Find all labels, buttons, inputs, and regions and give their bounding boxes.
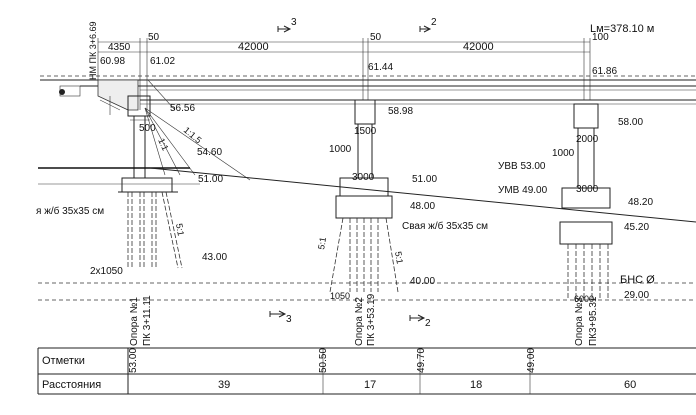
- pier3-cap-elev: 58.00: [618, 117, 643, 128]
- pier3-deck-elev: 61.86: [592, 66, 617, 77]
- pier-3: [559, 103, 613, 300]
- pier2-footing-width: 3000: [352, 172, 375, 183]
- pier3-col-width: 1000: [552, 148, 575, 159]
- abutment-width: 500: [139, 123, 156, 134]
- abutment-offset: 4350: [108, 42, 131, 53]
- left-pile-label: я ж/б 35x35 см: [36, 205, 104, 217]
- pier3-name: Опора №3: [574, 297, 585, 346]
- table-elevation: 50.50: [318, 348, 329, 373]
- pier1-station: ПК 3+11.11: [142, 295, 153, 346]
- pier2-col-width: 1000: [329, 144, 352, 155]
- ground-profile: [38, 167, 696, 301]
- pier2-footing-elev: 48.00: [410, 201, 435, 212]
- pier2-pile-tip: 40.00: [410, 276, 435, 287]
- abutment-pile-slope: 5:1: [174, 223, 186, 237]
- pier2-pile-slope-right: 5:1: [393, 251, 405, 265]
- profile-table: [37, 347, 696, 395]
- pier3-ground-elev: 48.20: [628, 197, 653, 208]
- pier-2: [329, 99, 399, 293]
- pier2-pile-slope-left: 5:1: [316, 236, 328, 250]
- bridge-deck: [40, 75, 696, 105]
- pier3-bottom-width: 6000: [574, 294, 594, 304]
- abutment: [59, 79, 251, 181]
- abutment-pile-tip: 43.00: [202, 252, 227, 263]
- abutment-pile-spacing: 2x1050: [90, 266, 123, 277]
- section-marker-2-top: 2: [419, 17, 437, 33]
- table-distance: 60: [624, 379, 636, 391]
- pier3-footing-width: 3000: [576, 184, 599, 195]
- pier2-ground-elev: 51.00: [412, 174, 437, 185]
- abutment-station-label: НМ ПК 3+6.69: [88, 22, 98, 81]
- pier2-pile-label: Свая ж/б 35x35 см: [402, 220, 488, 232]
- pier1-name: Опора №1: [129, 297, 140, 346]
- abutment-elev-right: 61.02: [150, 56, 175, 67]
- abutment-piles: [127, 191, 183, 269]
- abutment-gap: 50: [148, 32, 160, 43]
- section-marker-3-bottom: 3: [269, 310, 292, 325]
- lower-section-3: 3: [286, 314, 292, 325]
- span-2-length: 42000: [463, 41, 494, 53]
- pier2-bottom-width: 1050: [330, 291, 350, 301]
- abutment-footing: [118, 177, 178, 193]
- pier3-hwl: УВВ 53.00: [498, 161, 546, 172]
- abutment-footing-elev: 51.00: [198, 174, 223, 185]
- section-2-label: 2: [431, 17, 437, 28]
- abutment-elev-left: 60.98: [100, 56, 125, 67]
- pier2-cap-elev: 58.98: [388, 106, 413, 117]
- table-distance: 17: [364, 379, 376, 391]
- span-1-length: 42000: [238, 41, 269, 53]
- pier3-soil: БНС Ø: [620, 274, 655, 286]
- pier3-cap-width: 2000: [576, 134, 599, 145]
- bridge-length-label: Lм=378.10 м: [590, 23, 654, 35]
- pier2-deck-elev: 61.44: [368, 62, 393, 73]
- span-gap-2: 50: [370, 32, 382, 43]
- table-elevation: 49.70: [416, 348, 427, 373]
- abutment-slope-1: 1:1.5: [182, 125, 204, 146]
- lower-section-2: 2: [425, 318, 431, 329]
- table-elevation: 53.00: [128, 348, 139, 373]
- table-row-distances-label: Расстояния: [42, 379, 101, 391]
- pier3-lwl: УМВ 49.00: [498, 185, 548, 196]
- section-3-label: 3: [291, 17, 297, 28]
- pier2-cap-width: 1500: [354, 126, 377, 137]
- pier3-footing-elev: 45.20: [624, 222, 649, 233]
- pier2-name: Опора №2: [354, 297, 365, 346]
- table-elevation: 49.00: [526, 348, 537, 373]
- section-marker-2-bottom: 2: [409, 314, 431, 329]
- table-distance: 39: [218, 379, 230, 391]
- table-distance: 18: [470, 379, 482, 391]
- abutment-base-elev: 56.56: [170, 103, 195, 114]
- table-row-elevations-label: Отметки: [42, 355, 85, 367]
- span-gap-3: 100: [592, 32, 609, 43]
- pier2-station: ПК 3+53.19: [366, 293, 377, 346]
- abutment-slope-2: 1:1: [156, 137, 170, 153]
- abutment-ground-elev: 54.60: [197, 147, 222, 158]
- pier3-station: ПК3+95.31: [588, 296, 599, 346]
- dimension-chain: [97, 38, 591, 110]
- pier3-pile-tip: 29.00: [624, 290, 649, 301]
- section-marker-3-top: 3: [277, 17, 297, 33]
